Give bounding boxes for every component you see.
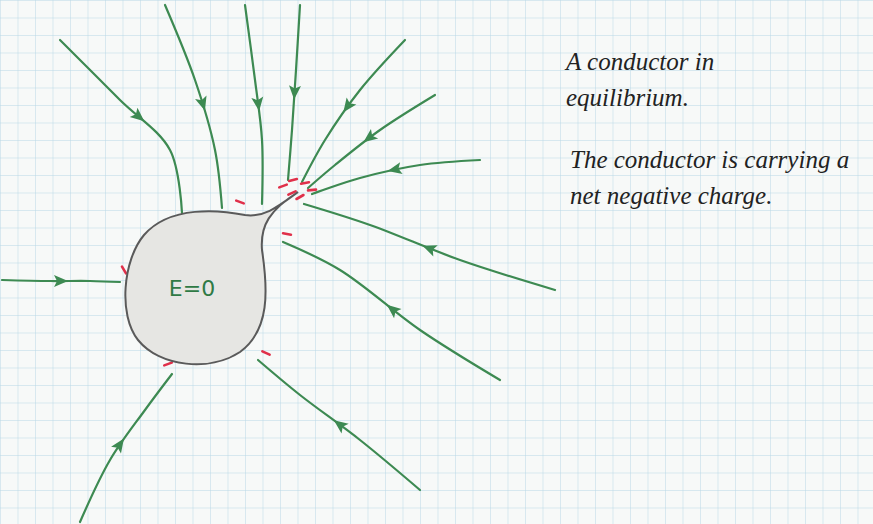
arrowhead: [330, 415, 348, 433]
field-line: [304, 204, 555, 290]
arrowhead: [288, 85, 301, 100]
negative-charge: [301, 182, 309, 183]
negative-charge: [262, 351, 269, 354]
arrowhead: [111, 435, 129, 453]
negative-charge: [122, 267, 126, 274]
field-line: [60, 40, 182, 213]
arrowhead: [383, 300, 401, 318]
field-line: [302, 40, 405, 182]
negative-charge: [283, 233, 291, 234]
field-line: [283, 242, 500, 380]
field-line: [288, 5, 301, 180]
negative-charge: [297, 195, 304, 199]
field-line: [258, 360, 420, 490]
arrowhead: [195, 96, 211, 113]
field-value: E=0: [169, 276, 215, 301]
arrowhead: [420, 240, 437, 256]
field-line: [165, 5, 222, 208]
negative-charge: [308, 188, 316, 191]
arrowhead: [251, 96, 265, 111]
negative-charge: [279, 185, 287, 188]
arrowhead: [360, 129, 378, 147]
arrowhead: [386, 162, 402, 177]
field-line: [312, 160, 480, 194]
field-line: [80, 374, 172, 522]
field-line: [245, 5, 265, 204]
field-line: [2, 275, 120, 287]
arrowhead: [54, 275, 68, 287]
negative-charge: [164, 363, 172, 366]
handwritten-note: A conductor in equilibrium.: [566, 44, 756, 116]
negative-charge: [236, 201, 244, 204]
arrowhead: [130, 108, 148, 126]
arrowhead: [338, 97, 356, 115]
negative-charge: [289, 179, 297, 181]
conductor-shape: E=0: [120, 180, 310, 375]
handwritten-note: The conductor is carrying a net negative…: [570, 142, 855, 214]
